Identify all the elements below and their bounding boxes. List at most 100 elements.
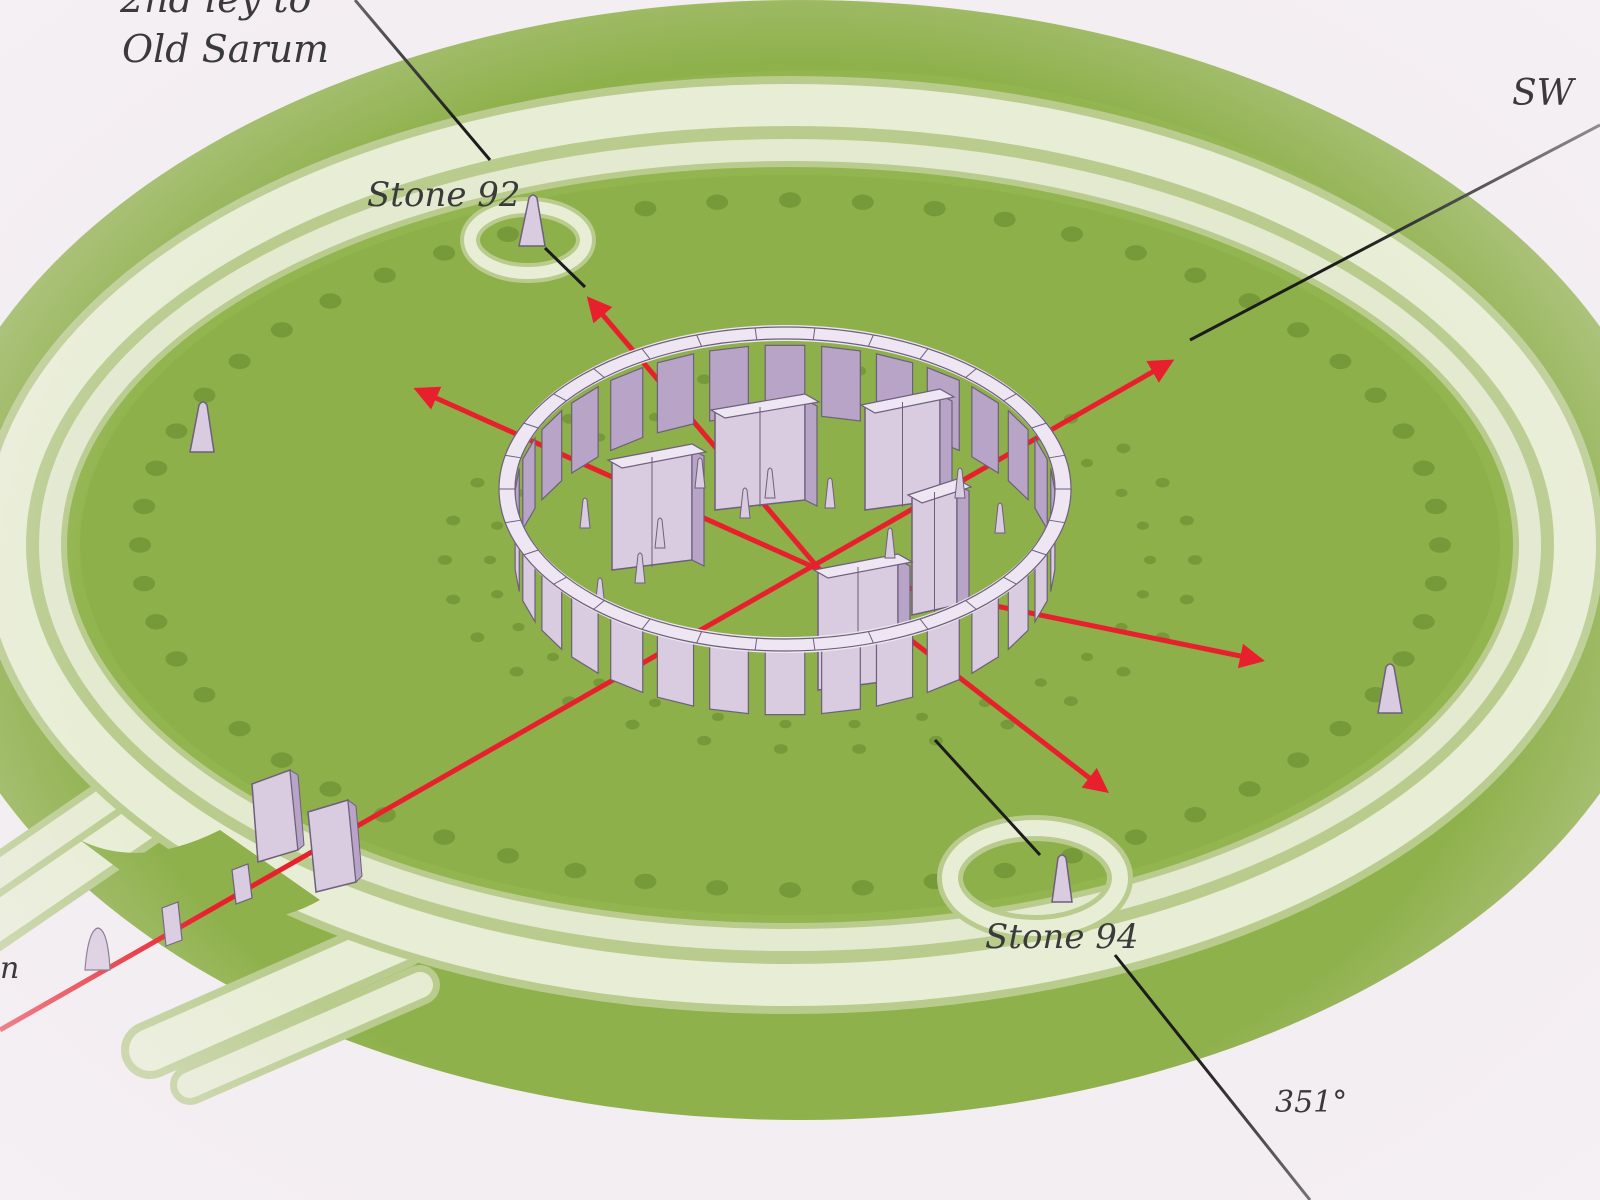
y-hole [1116, 443, 1130, 453]
z-hole [513, 623, 525, 631]
aubrey-hole [634, 201, 656, 216]
aubrey-hole [1125, 829, 1147, 844]
aubrey-hole [1329, 354, 1351, 369]
aubrey-hole [994, 212, 1016, 227]
z-hole [849, 720, 861, 728]
z-hole [1137, 522, 1149, 530]
aubrey-hole [706, 195, 728, 210]
aubrey-hole [497, 848, 519, 863]
aubrey-hole [1365, 388, 1387, 403]
aubrey-hole [319, 293, 341, 308]
label-bearing: 351° [1275, 1085, 1347, 1120]
aubrey-hole [1413, 461, 1435, 476]
aubrey-hole [133, 499, 155, 514]
z-hole [712, 713, 724, 721]
aubrey-hole [706, 880, 728, 895]
aubrey-hole [852, 195, 874, 210]
aubrey-hole [1425, 499, 1447, 514]
aubrey-hole [145, 614, 167, 629]
sarsen-upright [822, 346, 861, 421]
y-hole [438, 555, 452, 565]
aubrey-hole [1125, 245, 1147, 260]
aubrey-hole [433, 829, 455, 844]
sarsen-upright [765, 645, 805, 715]
z-hole [916, 713, 928, 721]
y-hole [446, 595, 460, 605]
aubrey-hole [271, 752, 293, 767]
sarsen-upright [657, 354, 693, 433]
z-hole [491, 522, 503, 530]
heel-stone [85, 928, 110, 970]
aubrey-hole [1425, 576, 1447, 591]
z-hole [1081, 653, 1093, 661]
aubrey-hole [564, 863, 586, 878]
z-hole [484, 556, 496, 564]
z-hole [1144, 556, 1156, 564]
aubrey-hole [229, 354, 251, 369]
z-hole [1035, 678, 1047, 686]
aubrey-hole [1413, 614, 1435, 629]
aubrey-hole [994, 863, 1016, 878]
small-stone-b [162, 902, 182, 946]
label-ley-line1: 2nd ley to [119, 0, 311, 21]
y-hole [1188, 555, 1202, 565]
y-hole [774, 744, 788, 754]
aubrey-hole [1287, 322, 1309, 337]
y-hole [1064, 696, 1078, 706]
heel-stone-a [308, 800, 356, 892]
aubrey-hole [166, 423, 188, 438]
y-hole [446, 516, 460, 526]
y-hole [470, 478, 484, 488]
aubrey-hole [1184, 807, 1206, 822]
trilithon-west [608, 444, 706, 570]
aubrey-hole [497, 227, 519, 242]
z-hole [1116, 489, 1128, 497]
y-hole [1180, 595, 1194, 605]
aubrey-hole [779, 192, 801, 207]
aubrey-hole [1061, 227, 1083, 242]
y-hole [1116, 667, 1130, 677]
aubrey-hole [1429, 537, 1451, 552]
aubrey-hole [166, 651, 188, 666]
label-edge-partial: n [0, 951, 19, 986]
label-sw: SW [1512, 73, 1577, 114]
aubrey-hole [779, 882, 801, 897]
aubrey-hole [1329, 721, 1351, 736]
y-hole [852, 744, 866, 754]
z-hole [547, 653, 559, 661]
trilithon-north [711, 394, 819, 510]
aubrey-hole [193, 687, 215, 702]
aubrey-hole [433, 245, 455, 260]
aubrey-hole [145, 461, 167, 476]
y-hole [697, 736, 711, 746]
small-stone-a [232, 864, 252, 904]
y-hole [626, 720, 640, 730]
y-hole [510, 667, 524, 677]
y-hole [1156, 478, 1170, 488]
aubrey-hole [271, 322, 293, 337]
aubrey-hole [924, 201, 946, 216]
aubrey-hole [1393, 651, 1415, 666]
sarsen-upright [611, 368, 643, 451]
aubrey-hole [129, 537, 151, 552]
y-hole [697, 374, 711, 384]
trilithon-east [908, 479, 971, 615]
label-stone-92: Stone 92 [367, 175, 521, 215]
z-hole [1137, 590, 1149, 598]
label-stone-94: Stone 94 [985, 917, 1139, 957]
aubrey-hole [1184, 268, 1206, 283]
z-hole [780, 720, 792, 728]
aubrey-hole [319, 781, 341, 796]
aubrey-hole [133, 576, 155, 591]
z-hole [1081, 459, 1093, 467]
label-ley-line2: Old Sarum [122, 27, 329, 71]
aubrey-hole [193, 388, 215, 403]
aubrey-hole [1239, 781, 1261, 796]
aubrey-hole [634, 874, 656, 889]
z-hole [649, 699, 661, 707]
aubrey-hole [1287, 752, 1309, 767]
aubrey-hole [229, 721, 251, 736]
aubrey-hole [1393, 423, 1415, 438]
